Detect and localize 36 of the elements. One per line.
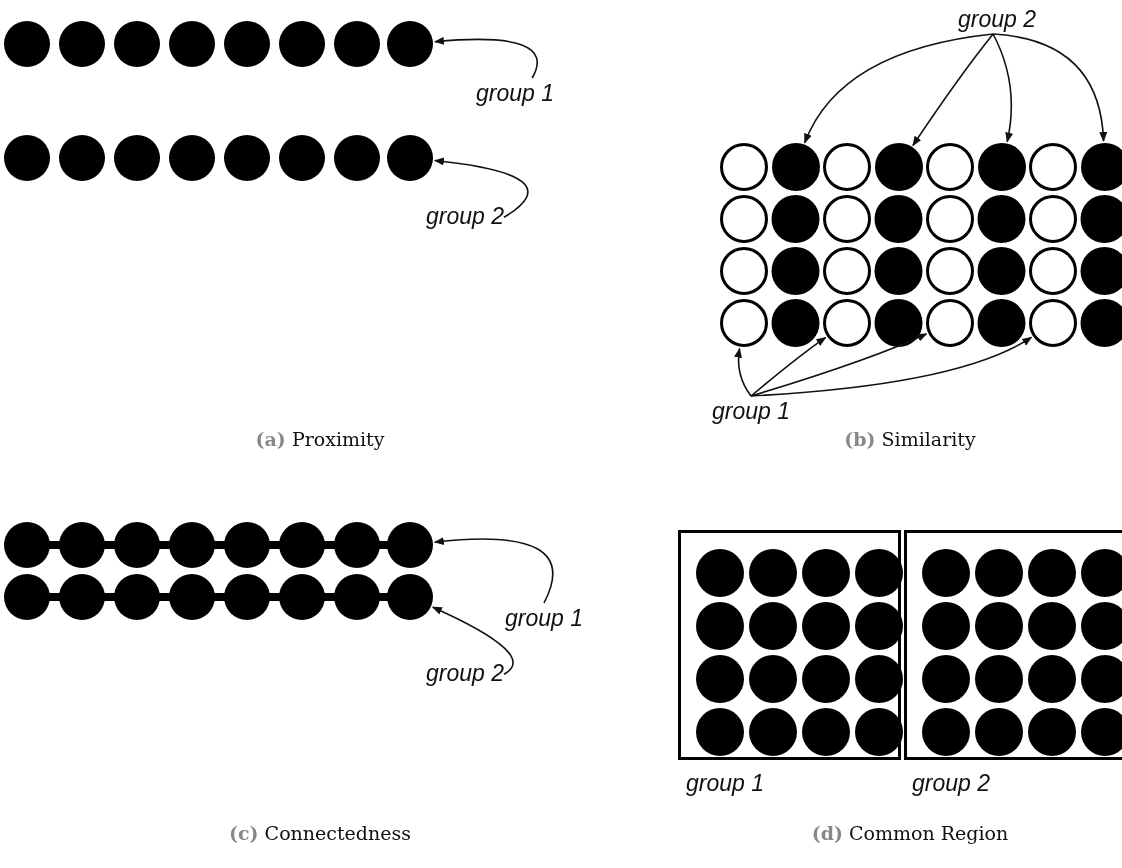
group-label: group 1: [712, 398, 790, 424]
dot: [387, 522, 433, 568]
dot: [771, 143, 820, 191]
group-label: group 2: [426, 203, 504, 229]
arrow: [912, 33, 994, 147]
dot: [1080, 143, 1122, 191]
group-label: group 2: [958, 6, 1036, 32]
dot: [387, 574, 433, 620]
arrow: [750, 336, 1033, 397]
group-label: group 1: [505, 605, 583, 631]
arrow: [992, 33, 1013, 143]
dot: [387, 21, 433, 67]
group-label: group 2: [426, 660, 504, 686]
caption: (c) Connectedness: [229, 822, 411, 844]
arrow: [750, 336, 827, 397]
caption: (a) Proximity: [255, 428, 385, 450]
arrow: [803, 33, 994, 144]
caption: (b) Similarity: [844, 428, 976, 450]
arrow: [433, 37, 538, 79]
dot: [926, 299, 974, 347]
dot: [823, 299, 871, 347]
arrow: [431, 606, 514, 676]
arrow: [433, 537, 554, 604]
dot: [720, 299, 768, 347]
group-label: group 2: [912, 770, 990, 796]
arrow: [734, 347, 752, 397]
dot: [977, 143, 1026, 191]
dot: [1029, 299, 1077, 347]
group-label: group 1: [686, 770, 764, 796]
dot: [387, 135, 433, 181]
arrow: [750, 333, 928, 397]
group-label: group 1: [476, 80, 554, 106]
dot: [874, 143, 923, 191]
arrow: [433, 157, 529, 219]
caption: (d) Common Region: [811, 822, 1009, 844]
arrow: [992, 33, 1107, 142]
